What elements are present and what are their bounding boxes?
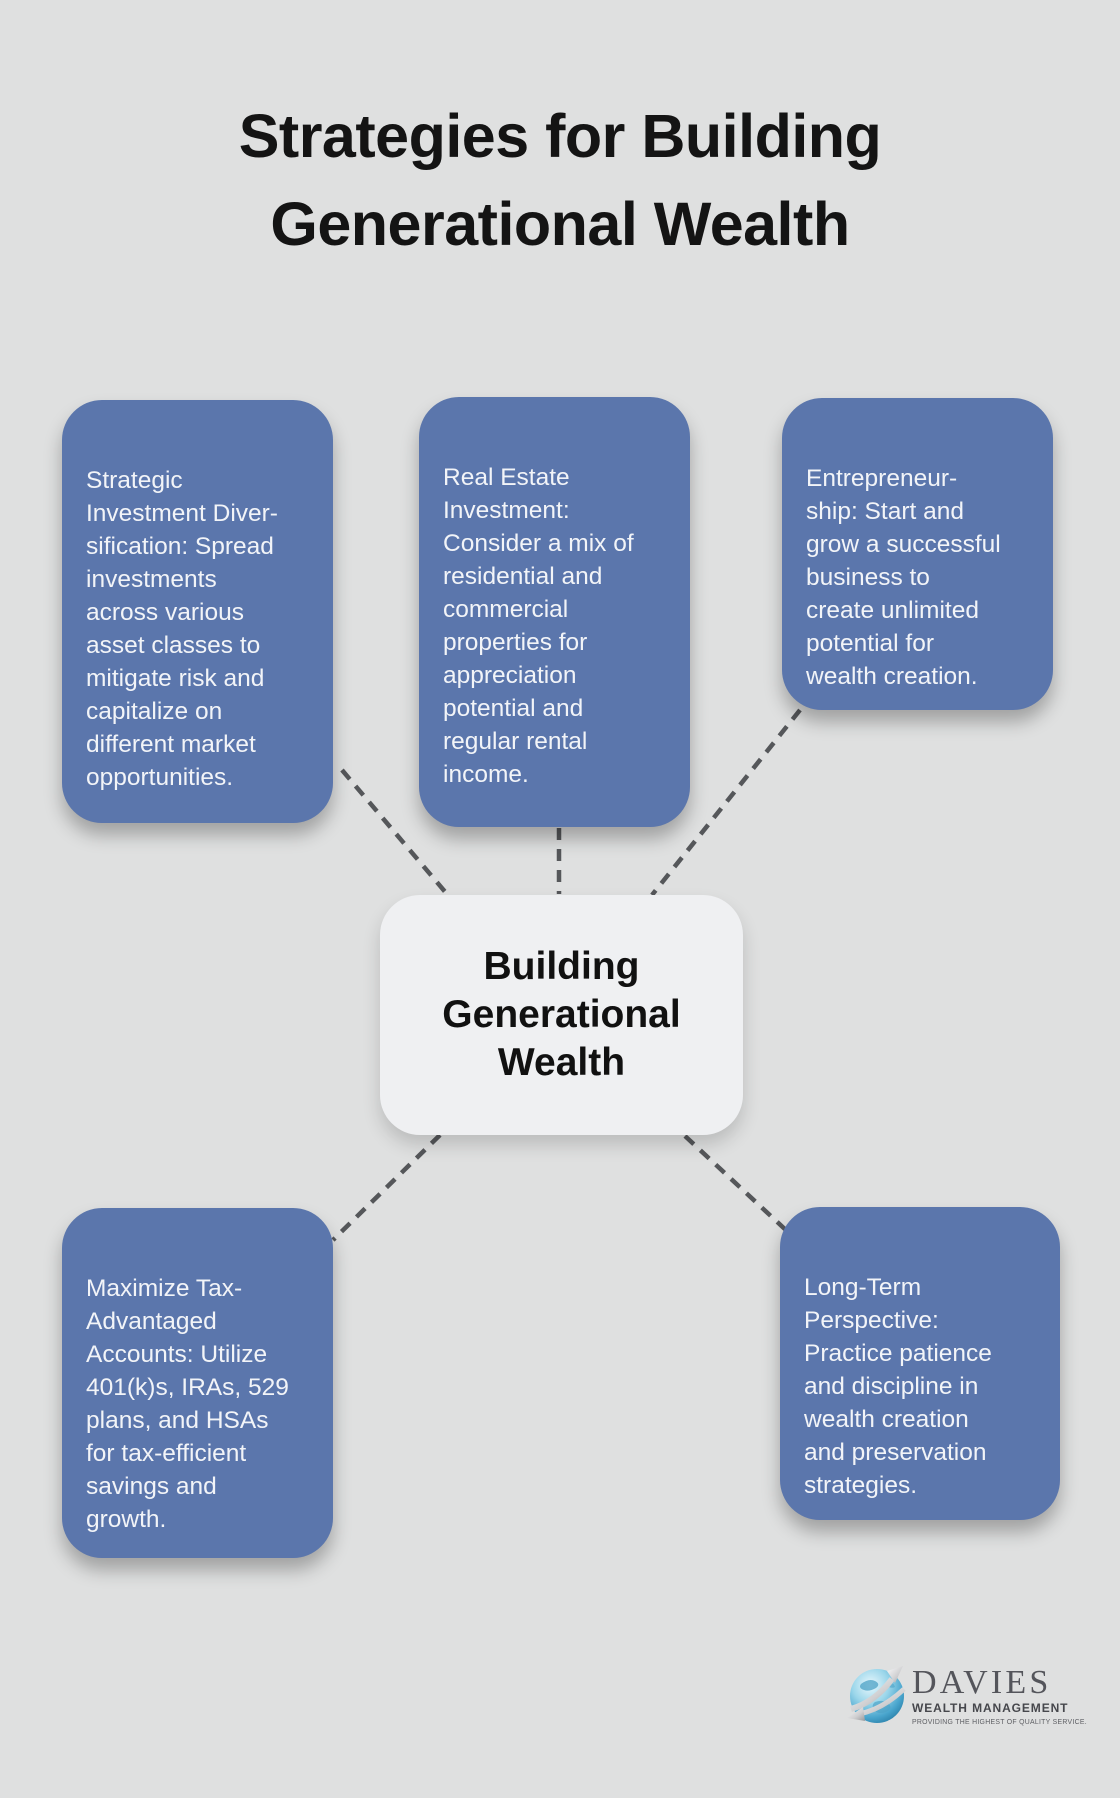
node-text: Entrepreneur- ship: Start and grow a suc… <box>806 465 1001 690</box>
page-title: Strategies for Building Generational Wea… <box>238 102 882 258</box>
node-text: Maximize Tax- Advantaged Accounts: Utili… <box>86 1275 289 1533</box>
node-text: Long-Term Perspective: Practice patience… <box>804 1274 992 1499</box>
node-text: Real Estate Investment: Consider a mix o… <box>443 464 634 788</box>
center-node-label: Building Generational Wealth <box>442 945 681 1084</box>
node-strategic-investment-diversification: Strategic Investment Diver- sification: … <box>62 400 333 823</box>
connector-center-to-long-term <box>683 1134 790 1234</box>
node-text: Strategic Investment Diver- sification: … <box>86 467 278 791</box>
node-maximize-tax-advantaged-accounts: Maximize Tax- Advantaged Accounts: Utili… <box>62 1208 333 1558</box>
logo: DAVIES WEALTH MANAGEMENT PROVIDING THE H… <box>845 1660 1105 1732</box>
globe-with-arrows-icon <box>847 1666 906 1723</box>
logo-brand: DAVIES <box>912 1664 1052 1701</box>
node-entrepreneurship: Entrepreneur- ship: Start and grow a suc… <box>782 398 1053 710</box>
logo-division: WEALTH MANAGEMENT <box>912 1701 1069 1715</box>
node-long-term-perspective: Long-Term Perspective: Practice patience… <box>780 1207 1060 1520</box>
center-node: Building Generational Wealth <box>380 895 743 1135</box>
node-real-estate-investment: Real Estate Investment: Consider a mix o… <box>419 397 690 827</box>
connector-center-to-tax-accounts <box>331 1133 442 1242</box>
logo-text: DAVIES WEALTH MANAGEMENT PROVIDING THE H… <box>912 1664 1102 1727</box>
logo-tagline: PROVIDING THE HIGHEST OF QUALITY SERVICE… <box>912 1717 1087 1726</box>
